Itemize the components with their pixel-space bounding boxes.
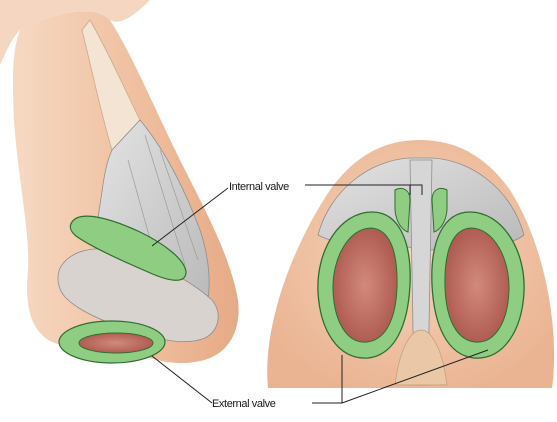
lateral-nose-view — [0, 0, 239, 363]
basal-nose-view — [267, 140, 554, 388]
external-valve-label: External valve — [212, 398, 276, 410]
internal-valve-label: Internal valve — [229, 181, 289, 193]
nostril-lateral — [79, 333, 153, 353]
